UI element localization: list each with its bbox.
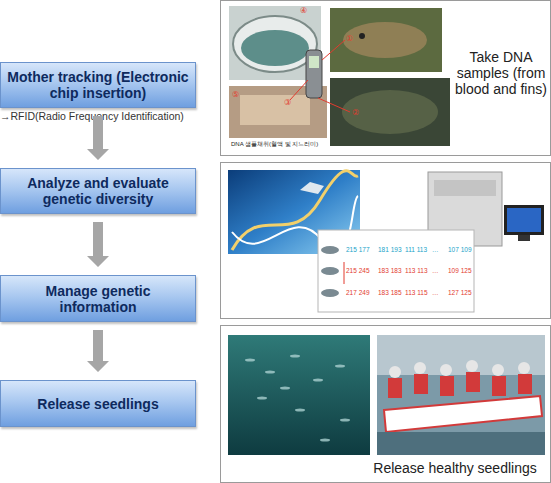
table-cell: 215 245 xyxy=(346,267,370,276)
step-text: Manage genetic information xyxy=(7,283,189,315)
callout-label: ② xyxy=(352,108,359,118)
table-cell: … xyxy=(432,289,439,298)
table-cell: 183 185 xyxy=(378,289,402,298)
process-box: Analyze and evaluate genetic diversity xyxy=(0,168,196,214)
step-text: Analyze and evaluate genetic diversity xyxy=(7,175,189,207)
table-cell: 109 125 xyxy=(448,267,472,276)
table-cell: … xyxy=(432,267,439,276)
process-box: Manage genetic information xyxy=(0,275,196,322)
photo-frame: Take DNA samples (from blood and fins) xyxy=(220,0,551,156)
process-box: Mother tracking (Electronic chip inserti… xyxy=(0,62,196,108)
caption-text: Take DNA samples (from blood and fins) xyxy=(454,49,548,97)
note-text: →RFID(Radio Frequency Identification) xyxy=(0,110,184,123)
table-cell: 113 113 xyxy=(405,267,428,276)
callout-label: ④ xyxy=(300,6,307,16)
photo-sampling xyxy=(229,6,450,146)
process-box: Release seedlings xyxy=(0,380,196,427)
callout-label: DNA 샘플채취(혈액 및 지느러미) xyxy=(231,140,318,148)
callout-label: ③ xyxy=(284,98,291,108)
step-text: Mother tracking (Electronic chip inserti… xyxy=(7,69,189,101)
photo-frame: Release healthy seedlings xyxy=(220,325,551,483)
table-cell: … xyxy=(432,246,439,255)
callout-label: ⑤ xyxy=(232,90,239,100)
table-cell: 127 125 xyxy=(448,289,472,298)
step-text: Release seedlings xyxy=(37,396,158,412)
flow-arrow xyxy=(87,116,109,160)
table-cell: 215 177 xyxy=(346,246,370,255)
photo-release xyxy=(228,335,545,455)
flow-arrow xyxy=(87,222,109,267)
table-cell: 217 249 xyxy=(346,289,370,298)
table-cell: 181 193 xyxy=(378,246,402,255)
callout-label: ① xyxy=(346,34,353,44)
caption-text: Release healthy seedlings xyxy=(361,460,549,476)
flow-arrow xyxy=(87,330,109,372)
photo-frame xyxy=(221,163,551,319)
table-cell: 111 113 xyxy=(405,246,427,255)
table-cell: 107 109 xyxy=(448,246,472,255)
table-cell: 113 115 xyxy=(405,289,428,298)
photo-genetics xyxy=(228,170,544,312)
table-cell: 183 183 xyxy=(378,267,402,276)
